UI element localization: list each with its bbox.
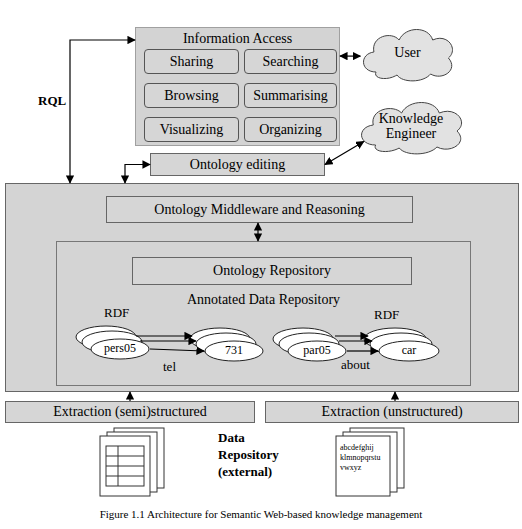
ellipse-shape (91, 339, 149, 359)
ellipse-shape (379, 341, 439, 361)
function-box: Browsing (144, 83, 239, 108)
connector (70, 40, 135, 183)
node-text: Organizing (259, 122, 322, 137)
function-box: Visualizing (144, 117, 239, 142)
sample-text: vwxyz (340, 463, 361, 473)
sample-text: klmnopqrstu (340, 453, 380, 463)
process-box: Extraction (semi)structured (5, 401, 255, 423)
document-page (336, 436, 390, 496)
edge-label: tel (163, 359, 176, 375)
function-box: Organizing (244, 117, 337, 142)
edge-label: RQL (38, 93, 66, 109)
node-text: Summarising (253, 88, 328, 103)
document-page (100, 436, 150, 496)
node-text: Ontology Repository (213, 263, 331, 278)
cloud-shape (364, 30, 453, 81)
node-text: Knowledge Engineer (372, 111, 450, 142)
edge-label: about (341, 357, 370, 373)
process-box: Ontology Middleware and Reasoning (106, 196, 413, 223)
node-text: Ontology Middleware and Reasoning (154, 202, 364, 217)
node-text: Browsing (164, 88, 218, 103)
system-box: Ontology Middleware and ReasoningAnnotat… (5, 183, 519, 392)
connector (340, 55, 360, 56)
rdf-arrow-line (335, 335, 368, 336)
table-line (106, 476, 144, 477)
rdf-label: RDF (104, 305, 129, 322)
node-text: Extraction (semi)structured (53, 404, 207, 419)
actor-cloud: Knowledge Engineer (352, 95, 470, 157)
resource-ellipse: pers05 (90, 338, 150, 360)
repository-box: Ontology Repository (132, 257, 412, 285)
function-box: Sharing (144, 49, 239, 74)
resource-ellipse: par05 (287, 340, 347, 362)
ellipse-shape (205, 341, 263, 361)
node-text: Extraction (unstructured) (321, 404, 462, 419)
connector (129, 392, 130, 401)
resource-ellipse: car (378, 340, 440, 362)
table-grid (106, 446, 144, 486)
function-box: Summarising (244, 83, 337, 108)
table-line (106, 466, 144, 467)
function-box: Searching (244, 49, 337, 74)
text-document-icon (336, 428, 404, 496)
node-text: Information Access (183, 31, 292, 46)
node-text: Sharing (170, 54, 214, 69)
rdf-arrow-line (339, 340, 372, 341)
figure-caption: Figure 1.1 Architecture for Semantic Web… (0, 508, 522, 520)
process-box: Extraction (unstructured) (265, 401, 519, 423)
node-text: par05 (303, 344, 330, 357)
node-text: car (402, 344, 417, 357)
table-document-icon (100, 428, 164, 496)
sample-text: abcdefghij (340, 443, 374, 453)
node-text: 731 (225, 344, 243, 357)
resource-ellipse: 731 (204, 340, 264, 362)
rdf-arrow-line (136, 335, 192, 336)
cloud-shape (362, 103, 462, 154)
node-text: User (394, 45, 420, 60)
rdf-label: RDF (374, 307, 399, 324)
connector (125, 165, 150, 184)
ellipse-shape (288, 341, 346, 361)
actor-cloud: User (355, 22, 460, 84)
repository-label: Data Repository (external) (218, 430, 296, 481)
group-box: Information AccessSharing SearchingBrowsi… (135, 27, 340, 146)
node-text: Ontology editing (190, 157, 285, 172)
node-text: pers05 (104, 342, 136, 355)
connector (394, 392, 395, 401)
table-line (118, 446, 119, 486)
node-text: Annotated Data Repository (187, 292, 340, 307)
table-line (106, 456, 144, 457)
rdf-arrow-line (140, 340, 196, 341)
node-text: Searching (263, 54, 319, 69)
node-text: Visualizing (160, 122, 224, 137)
process-box: Ontology editing (150, 153, 325, 176)
